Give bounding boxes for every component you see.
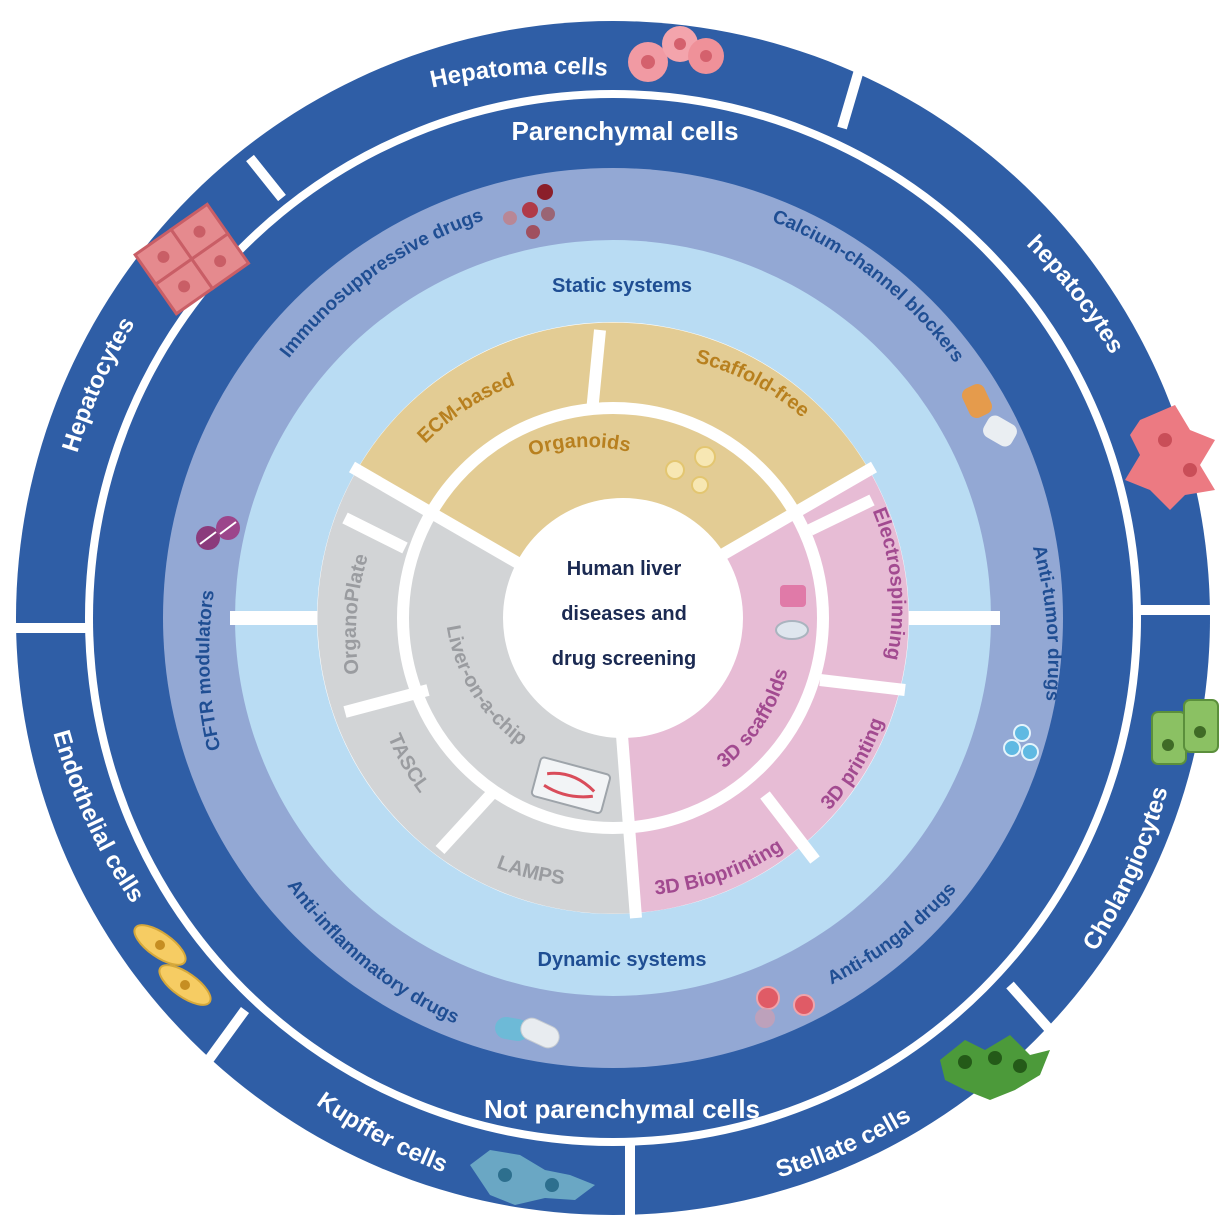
center-circle <box>503 498 743 738</box>
capsule-icon <box>961 384 1017 447</box>
hepatocytes-icon <box>133 202 251 316</box>
models-mid-divider <box>397 402 829 834</box>
center-title: Human liver diseases and drug screening <box>552 558 696 670</box>
center-line-2: diseases and <box>561 603 687 625</box>
stem-cell-hepatocytes-icon <box>1125 405 1215 510</box>
center-line-3: drug screening <box>552 648 696 670</box>
outer-ring-inner-edge <box>85 90 1141 1146</box>
immunosuppressive-drugs-icon <box>503 184 555 239</box>
chip-icon <box>530 756 612 814</box>
hepatoma-cells-icon <box>628 26 724 82</box>
anti-fungal-drugs-icon <box>755 986 815 1028</box>
organoid-sector <box>357 322 869 618</box>
cftr-modulators-icon <box>196 516 240 550</box>
anti-tumor-drugs-icon <box>1003 724 1039 761</box>
scaffold-icon <box>775 585 809 640</box>
center-line-1: Human liver <box>567 558 682 580</box>
static-systems-label: Static systems <box>552 275 692 297</box>
cholangiocytes-icon <box>1151 699 1219 765</box>
non-parenchymal-header: Not parenchymal cells <box>484 1094 760 1124</box>
dynamic-systems-label: Dynamic systems <box>538 949 707 971</box>
outer-ring-dividers <box>0 58 1226 1227</box>
parenchymal-header: Parenchymal cells <box>511 116 738 146</box>
endothelial-cells-icon <box>133 924 212 1006</box>
kupffer-cells-icon <box>470 1150 595 1205</box>
organoid-icon <box>665 446 716 494</box>
stellate-cells-icon <box>940 1035 1050 1100</box>
anti-inflammatory-capsule-icon <box>495 1016 560 1049</box>
